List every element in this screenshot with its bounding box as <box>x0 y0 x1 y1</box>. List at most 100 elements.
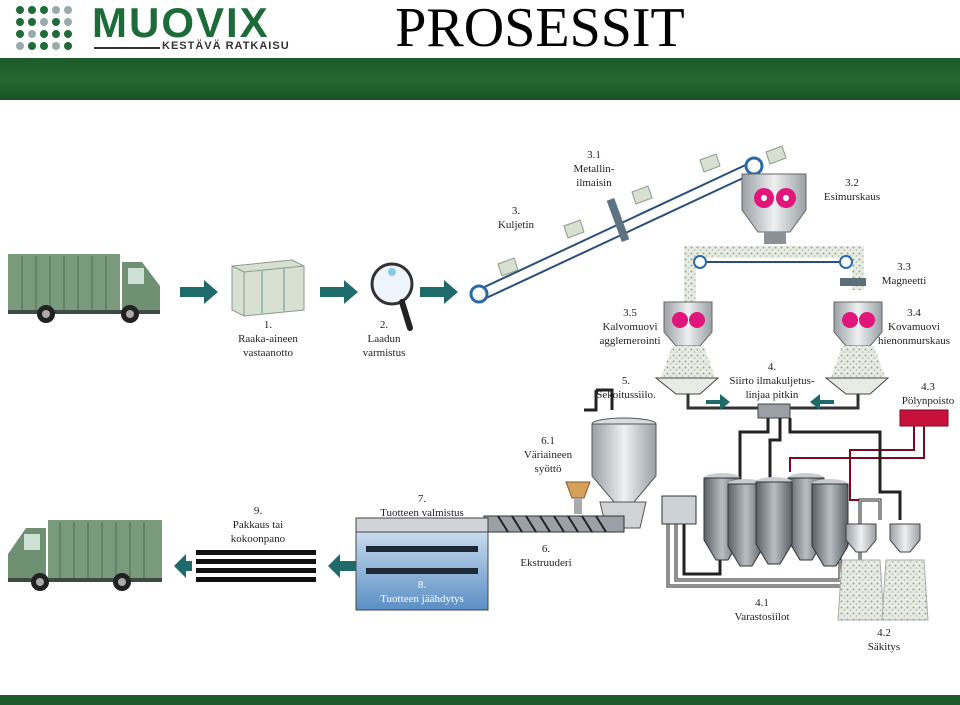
svg-text:4.2: 4.2 <box>877 627 891 639</box>
svg-text:Sekoitussiilo.: Sekoitussiilo. <box>596 389 656 401</box>
step-1-label-line-1: Raaka-aineen <box>238 333 298 345</box>
step-2-label-line-1: Laadun <box>368 333 401 345</box>
svg-text:Siirto ilmakuljetus-: Siirto ilmakuljetus- <box>729 375 815 387</box>
step-4-number: 4. <box>768 361 777 373</box>
cooling-tank <box>355 517 489 611</box>
step-3-3-number: 3.3 <box>897 261 911 273</box>
flow-arrow-icon <box>174 554 356 578</box>
extruder <box>483 515 625 533</box>
svg-text:6.: 6. <box>542 543 551 555</box>
svg-text:Ekstruuderi: Ekstruuderi <box>520 557 571 569</box>
step-4-2-number: 4.2 <box>877 627 891 639</box>
svg-text:3.5: 3.5 <box>623 307 637 319</box>
step-3-5-label-line-2: agglemerointi <box>599 335 660 347</box>
logo-rule <box>94 47 160 49</box>
svg-text:Tuotteen jäähdytys: Tuotteen jäähdytys <box>380 593 464 605</box>
step-9-number: 9. <box>254 505 263 517</box>
svg-text:3.3: 3.3 <box>897 261 911 273</box>
mixing-silo <box>591 417 657 529</box>
truck-outgoing-icon <box>8 520 162 591</box>
page-title: PROSESSIT <box>395 0 685 59</box>
svg-text:4.: 4. <box>768 361 777 373</box>
svg-text:Kuljetin: Kuljetin <box>498 219 535 231</box>
logo-tagline: KESTÄVÄ RATKAISU <box>162 40 290 52</box>
svg-text:7.: 7. <box>418 493 427 505</box>
svg-text:8.: 8. <box>418 579 427 591</box>
svg-text:Kovamuovi: Kovamuovi <box>888 321 940 333</box>
step-6-1-number: 6.1 <box>541 435 555 447</box>
truck-incoming-icon <box>8 254 160 323</box>
svg-text:Raaka-aineen: Raaka-aineen <box>238 333 298 345</box>
step-6-1-label-line-2: syöttö <box>535 463 562 475</box>
svg-text:vastaanotto: vastaanotto <box>243 347 294 359</box>
svg-text:hienonmurskaus: hienonmurskaus <box>878 335 950 347</box>
process-diagram: 1. Raaka-aineen vastaanotto 2. Laadun va… <box>8 145 955 653</box>
svg-text:varmistus: varmistus <box>363 347 406 359</box>
step-4-3-number: 4.3 <box>921 381 935 393</box>
step-4-label-line-2: linjaa pitkin <box>746 389 799 401</box>
svg-text:3.1: 3.1 <box>587 149 601 161</box>
step-3-1-label-line-1: Metallin- <box>574 163 615 175</box>
step-1-number: 1. <box>264 319 273 331</box>
step-8-number: 8. <box>418 579 427 591</box>
step-6-label: Ekstruuderi <box>520 557 571 569</box>
svg-text:Väriaineen: Väriaineen <box>524 449 573 461</box>
svg-text:agglemerointi: agglemerointi <box>599 335 660 347</box>
svg-text:4.3: 4.3 <box>921 381 935 393</box>
step-4-1-label: Varastosiilot <box>735 611 790 623</box>
svg-text:6.1: 6.1 <box>541 435 555 447</box>
metal-detector <box>606 197 630 243</box>
raw-material-bale-icon <box>231 259 305 317</box>
header-band <box>0 58 960 100</box>
step-5-number: 5. <box>622 375 631 387</box>
svg-text:3.4: 3.4 <box>907 307 921 319</box>
svg-text:Säkitys: Säkitys <box>868 641 900 653</box>
flow-arrow-icon <box>180 280 458 304</box>
film-agglomerator <box>660 301 716 380</box>
air-conveyor-junction <box>757 403 791 419</box>
magnet <box>840 278 866 286</box>
step-3-5-number: 3.5 <box>623 307 637 319</box>
svg-text:Tuotteen valmistus: Tuotteen valmistus <box>380 507 464 519</box>
step-3-number: 3. <box>512 205 521 217</box>
step-3-4-number: 3.4 <box>907 307 921 319</box>
dust-removal-unit <box>899 409 949 427</box>
step-3-2-label: Esimurskaus <box>824 191 880 203</box>
svg-text:5.: 5. <box>622 375 631 387</box>
step-7-label: Tuotteen valmistus <box>380 507 464 519</box>
header: MUOVIX KESTÄVÄ RATKAISU PROSESSIT <box>0 0 960 58</box>
hard-plastic-grinder <box>830 301 886 380</box>
svg-text:Magneetti: Magneetti <box>882 275 927 287</box>
step-3-1-label-line-2: ilmaisin <box>576 177 612 189</box>
step-4-2-label: Säkitys <box>868 641 900 653</box>
svg-text:Laadun: Laadun <box>368 333 401 345</box>
step-2-number: 2. <box>380 319 389 331</box>
colorant-feeder <box>565 481 591 514</box>
svg-text:Pakkaus tai: Pakkaus tai <box>233 519 283 531</box>
svg-text:1.: 1. <box>264 319 273 331</box>
conveyor-belt <box>469 145 787 304</box>
step-2-label-line-2: varmistus <box>363 347 406 359</box>
step-7-number: 7. <box>418 493 427 505</box>
magnifier-icon <box>370 262 414 331</box>
logo-name: MUOVIX <box>92 0 270 46</box>
step-4-label-line-1: Siirto ilmakuljetus- <box>729 375 815 387</box>
svg-text:syöttö: syöttö <box>535 463 562 475</box>
storage-silos <box>703 473 849 567</box>
step-3-2-number: 3.2 <box>845 177 859 189</box>
step-3-3-label: Magneetti <box>882 275 927 287</box>
step-3-4-label-line-2: hienonmurskaus <box>878 335 950 347</box>
pre-shredder <box>741 173 807 244</box>
svg-text:3.: 3. <box>512 205 521 217</box>
svg-text:9.: 9. <box>254 505 263 517</box>
distribution-box <box>661 495 697 525</box>
bagging-station <box>837 523 929 621</box>
step-3-5-label-line-1: Kalvomuovi <box>603 321 658 333</box>
svg-text:Kalvomuovi: Kalvomuovi <box>603 321 658 333</box>
svg-text:linjaa pitkin: linjaa pitkin <box>746 389 799 401</box>
step-6-number: 6. <box>542 543 551 555</box>
step-4-1-number: 4.1 <box>755 597 769 609</box>
svg-text:Pölynpoisto: Pölynpoisto <box>902 395 955 407</box>
step-9-label-line-1: Pakkaus tai <box>233 519 283 531</box>
logo-mark-icon <box>16 6 72 50</box>
